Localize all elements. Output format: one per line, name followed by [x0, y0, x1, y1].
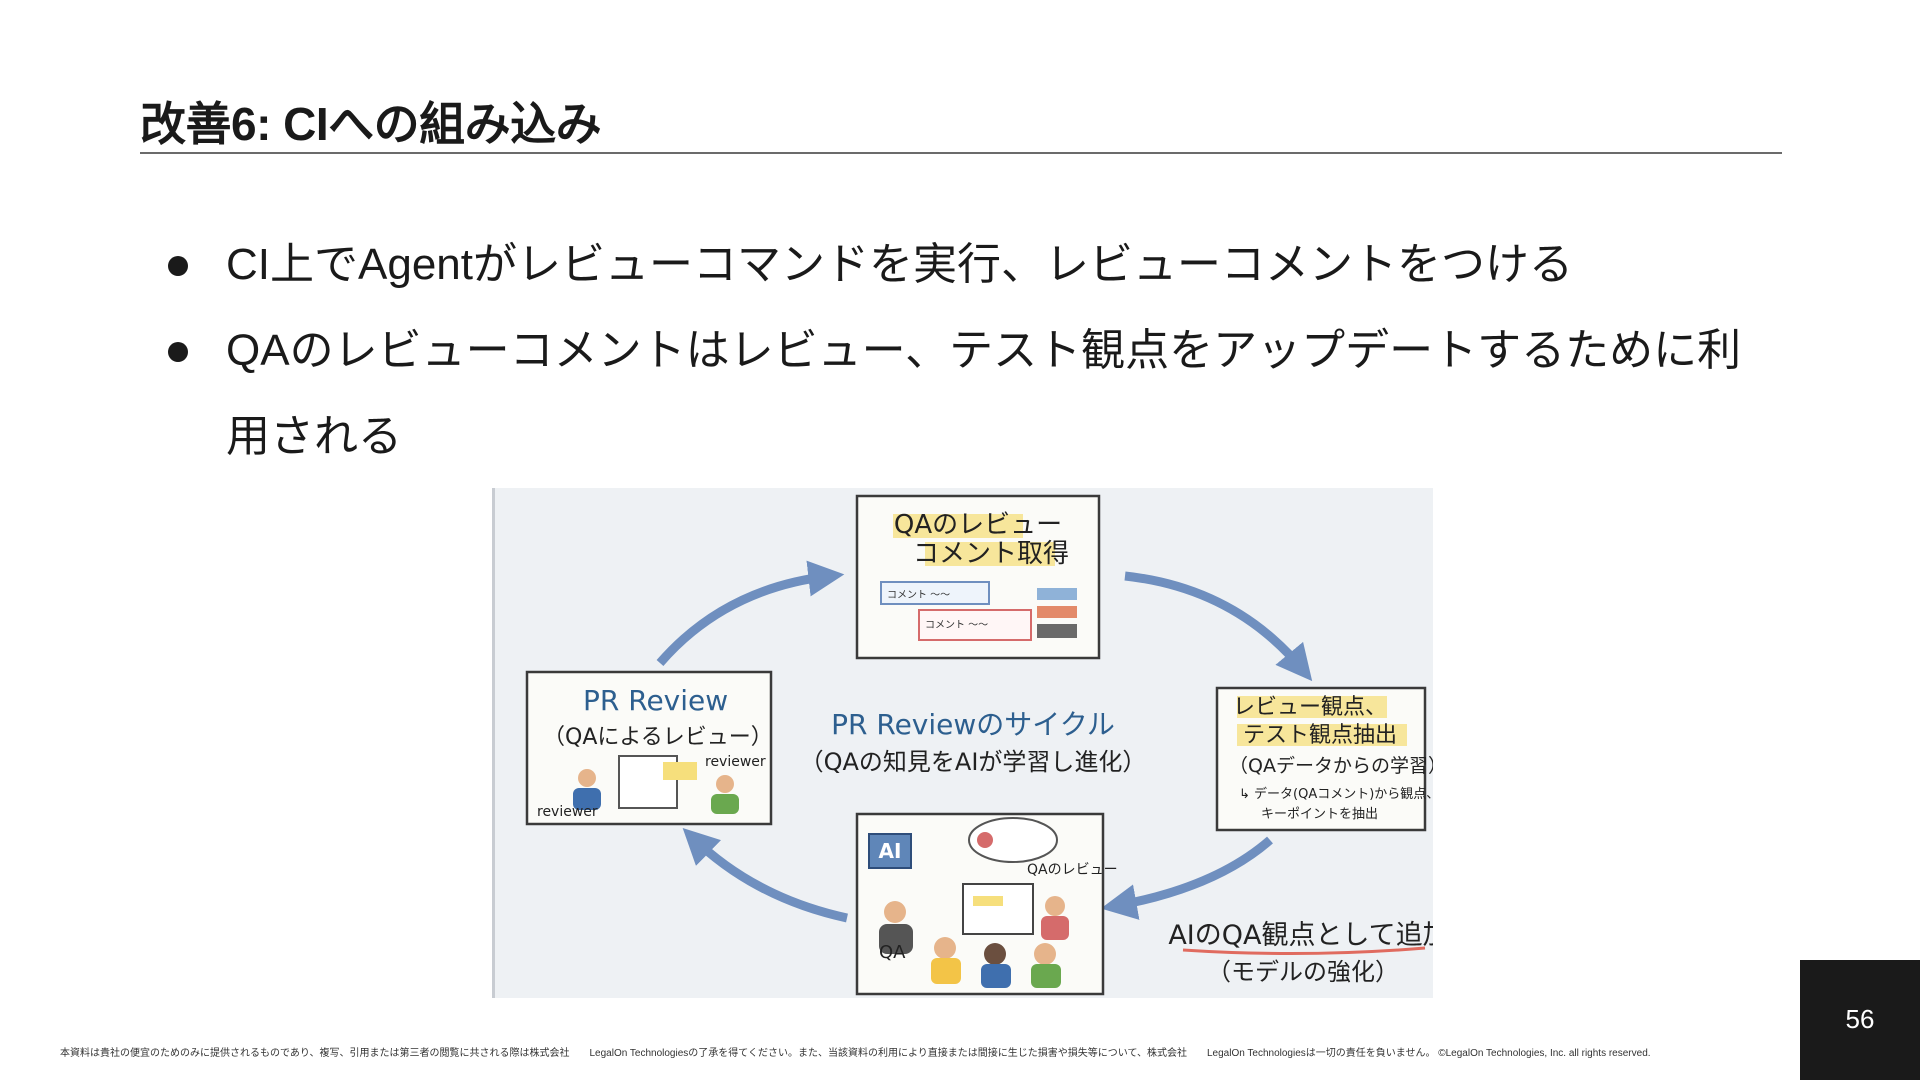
- comment-2: コメント ～～: [925, 620, 988, 631]
- bullet-list: CI上でAgentがレビューコマンドを実行、レビューコメントをつける QAのレビ…: [160, 222, 1780, 480]
- slide-title: 改善6: CIへの組み込み: [140, 98, 602, 150]
- bottom-right-line1: AIのQA観点として追加: [1168, 920, 1433, 951]
- cycle-title: PR Reviewのサイクル: [831, 708, 1115, 741]
- title-divider: [140, 152, 1782, 154]
- arrow-right-to-bottom: [1100, 836, 1273, 920]
- bullet-item: QAのレビューコメントはレビュー、テスト観点をアップデートするために利用される: [160, 308, 1780, 480]
- bubble-label: QAのレビュー: [1027, 862, 1118, 878]
- red-underline: [1182, 946, 1426, 956]
- page-number: 56: [1845, 1004, 1875, 1034]
- left-box-line1: PR Review: [583, 684, 728, 717]
- right-box-sub: （QAデータからの学習）: [1229, 755, 1433, 777]
- bullet-dot-icon: [168, 342, 188, 362]
- bullet-dot-icon: [168, 256, 188, 276]
- arrow-left-to-top: [656, 560, 845, 666]
- left-box-line2: （QAによるレビュー）: [543, 725, 773, 750]
- bottom-right-line2: （モデルの強化）: [1207, 958, 1399, 986]
- speech-bubble: [968, 817, 1058, 863]
- pr-review-cycle-illustration: QAのレビュー コメント取得 コメント ～～ コメント ～～ レビュー観点、 テ…: [492, 488, 1433, 998]
- cycle-subtitle: （QAの知見をAIが学習し進化）: [800, 748, 1147, 776]
- arrow-top-to-right: [1124, 571, 1313, 682]
- right-box-line2: テスト観点抽出: [1243, 723, 1397, 748]
- bullet-item: CI上でAgentがレビューコマンドを実行、レビューコメントをつける: [160, 222, 1780, 308]
- reviewer-label-a: reviewer: [705, 754, 766, 770]
- reviewer-label-b: reviewer: [537, 804, 598, 820]
- qa-label: QA: [879, 942, 906, 963]
- top-box-line2: コメント取得: [913, 539, 1069, 569]
- top-box-line1: QAのレビュー: [894, 510, 1062, 540]
- comment-1: コメント ～～: [887, 590, 950, 601]
- cycle-diagram: QAのレビュー コメント取得 コメント ～～ コメント ～～ レビュー観点、 テ…: [525, 494, 1433, 996]
- ai-chip-label: AI: [879, 839, 902, 863]
- bullet-text: CI上でAgentがレビューコマンドを実行、レビューコメントをつける: [226, 240, 1573, 289]
- arrow-bottom-to-left: [682, 827, 848, 923]
- bullet-text: QAのレビューコメントはレビュー、テスト観点をアップデートするために利用される: [226, 326, 1742, 461]
- page-number-box: 56: [1800, 960, 1920, 1080]
- right-box-note1: ↳ データ(QAコメント)から観点、: [1239, 786, 1433, 802]
- right-box-note2: キーポイントを抽出: [1261, 807, 1378, 822]
- right-box-line1: レビュー観点、: [1233, 695, 1387, 720]
- footer-disclaimer: 本資料は貴社の便宜のためのみに提供されるものであり、複写、引用または第三者の閲覧…: [60, 1048, 1651, 1059]
